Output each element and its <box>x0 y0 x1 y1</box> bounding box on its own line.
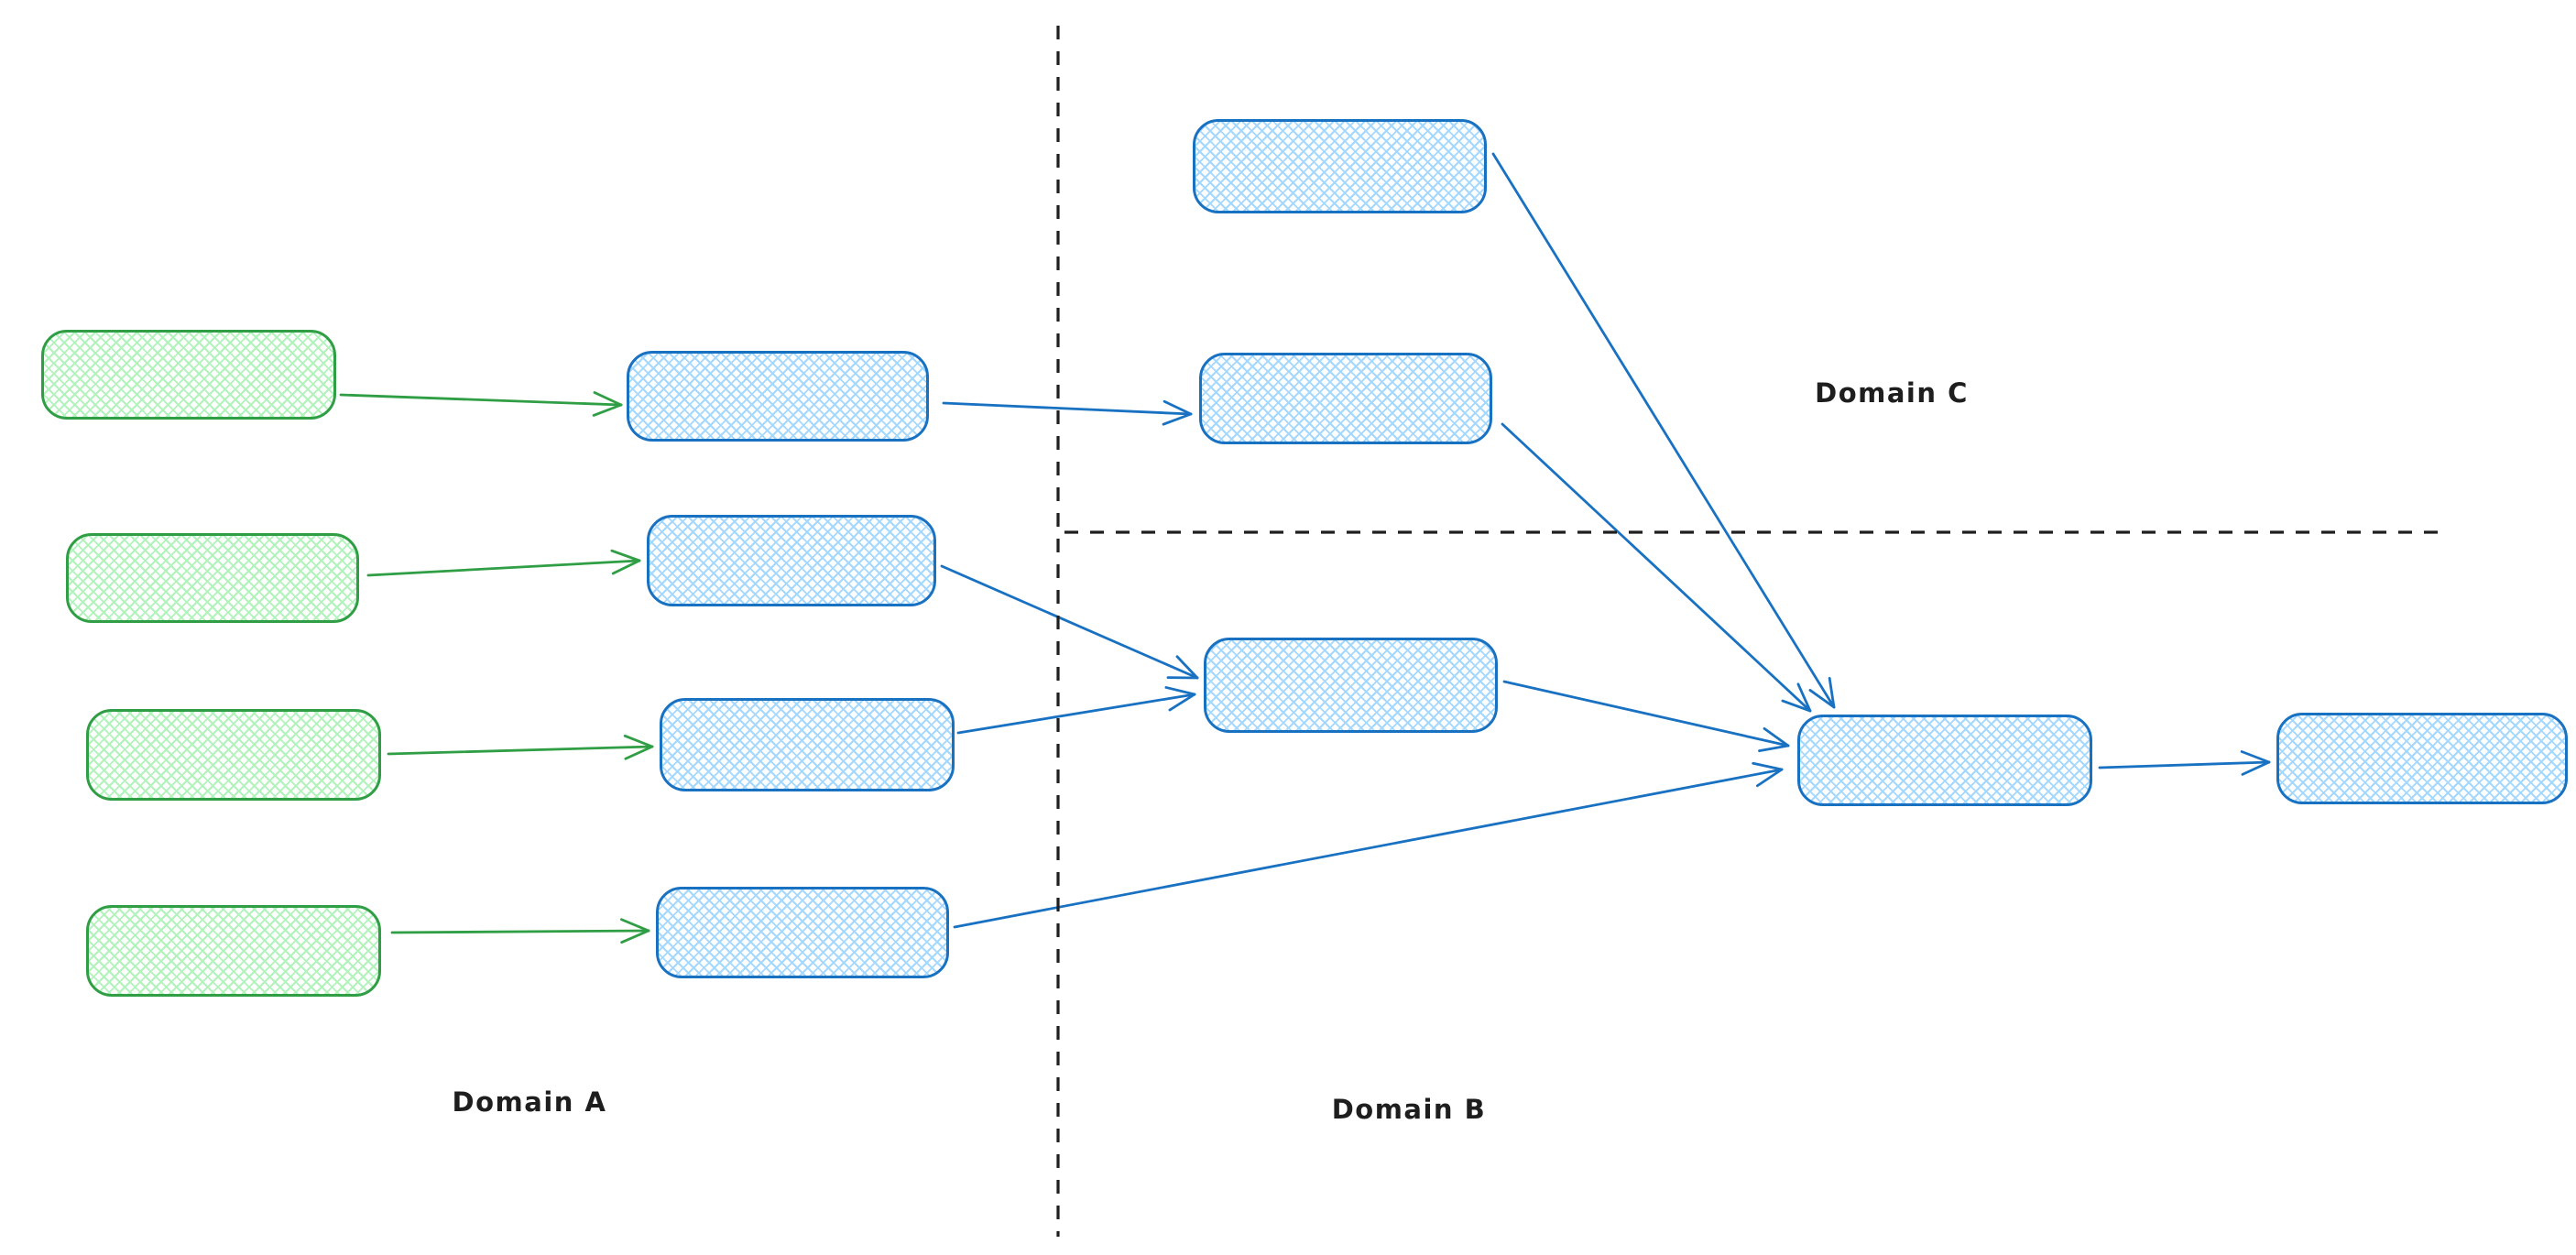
arrow-blue-a4-to-hub <box>953 761 1784 929</box>
arrow-green-4-to-blue-a4 <box>390 918 650 944</box>
node-green-1[interactable] <box>41 330 336 420</box>
arrow-green-2-to-blue-a2 <box>366 549 641 577</box>
node-blue-a1[interactable] <box>627 351 929 442</box>
node-green-4[interactable] <box>86 905 381 997</box>
node-blue-a2[interactable] <box>647 515 936 606</box>
arrow-blue-a3-to-mid <box>956 686 1196 735</box>
node-blue-a4[interactable] <box>656 887 949 978</box>
node-green-3[interactable] <box>86 709 381 801</box>
node-blue-a3[interactable] <box>660 698 955 791</box>
node-blue-mid[interactable] <box>1204 638 1498 733</box>
arrow-blue-a2-to-mid <box>940 564 1199 680</box>
node-green-2[interactable] <box>66 533 359 623</box>
arrow-blue-hub-to-final <box>2098 750 2271 776</box>
arrow-green-3-to-blue-a3 <box>387 734 654 760</box>
label-domain-b: Domain B <box>1331 1094 1487 1125</box>
arrow-blue-top-to-hub <box>1491 152 1836 709</box>
arrow-green-1-to-blue-a1 <box>339 391 623 417</box>
node-blue-upper[interactable] <box>1199 353 1492 444</box>
label-domain-c: Domain C <box>1815 377 1969 409</box>
arrow-blue-upper-to-hub <box>1501 422 1812 713</box>
node-blue-final[interactable] <box>2276 713 2568 804</box>
arrow-blue-mid-to-hub <box>1502 680 1790 753</box>
node-blue-hub[interactable] <box>1797 715 2092 806</box>
arrow-blue-a1-to-upper <box>942 399 1193 426</box>
node-blue-top[interactable] <box>1193 119 1487 213</box>
label-domain-a: Domain A <box>452 1086 607 1118</box>
